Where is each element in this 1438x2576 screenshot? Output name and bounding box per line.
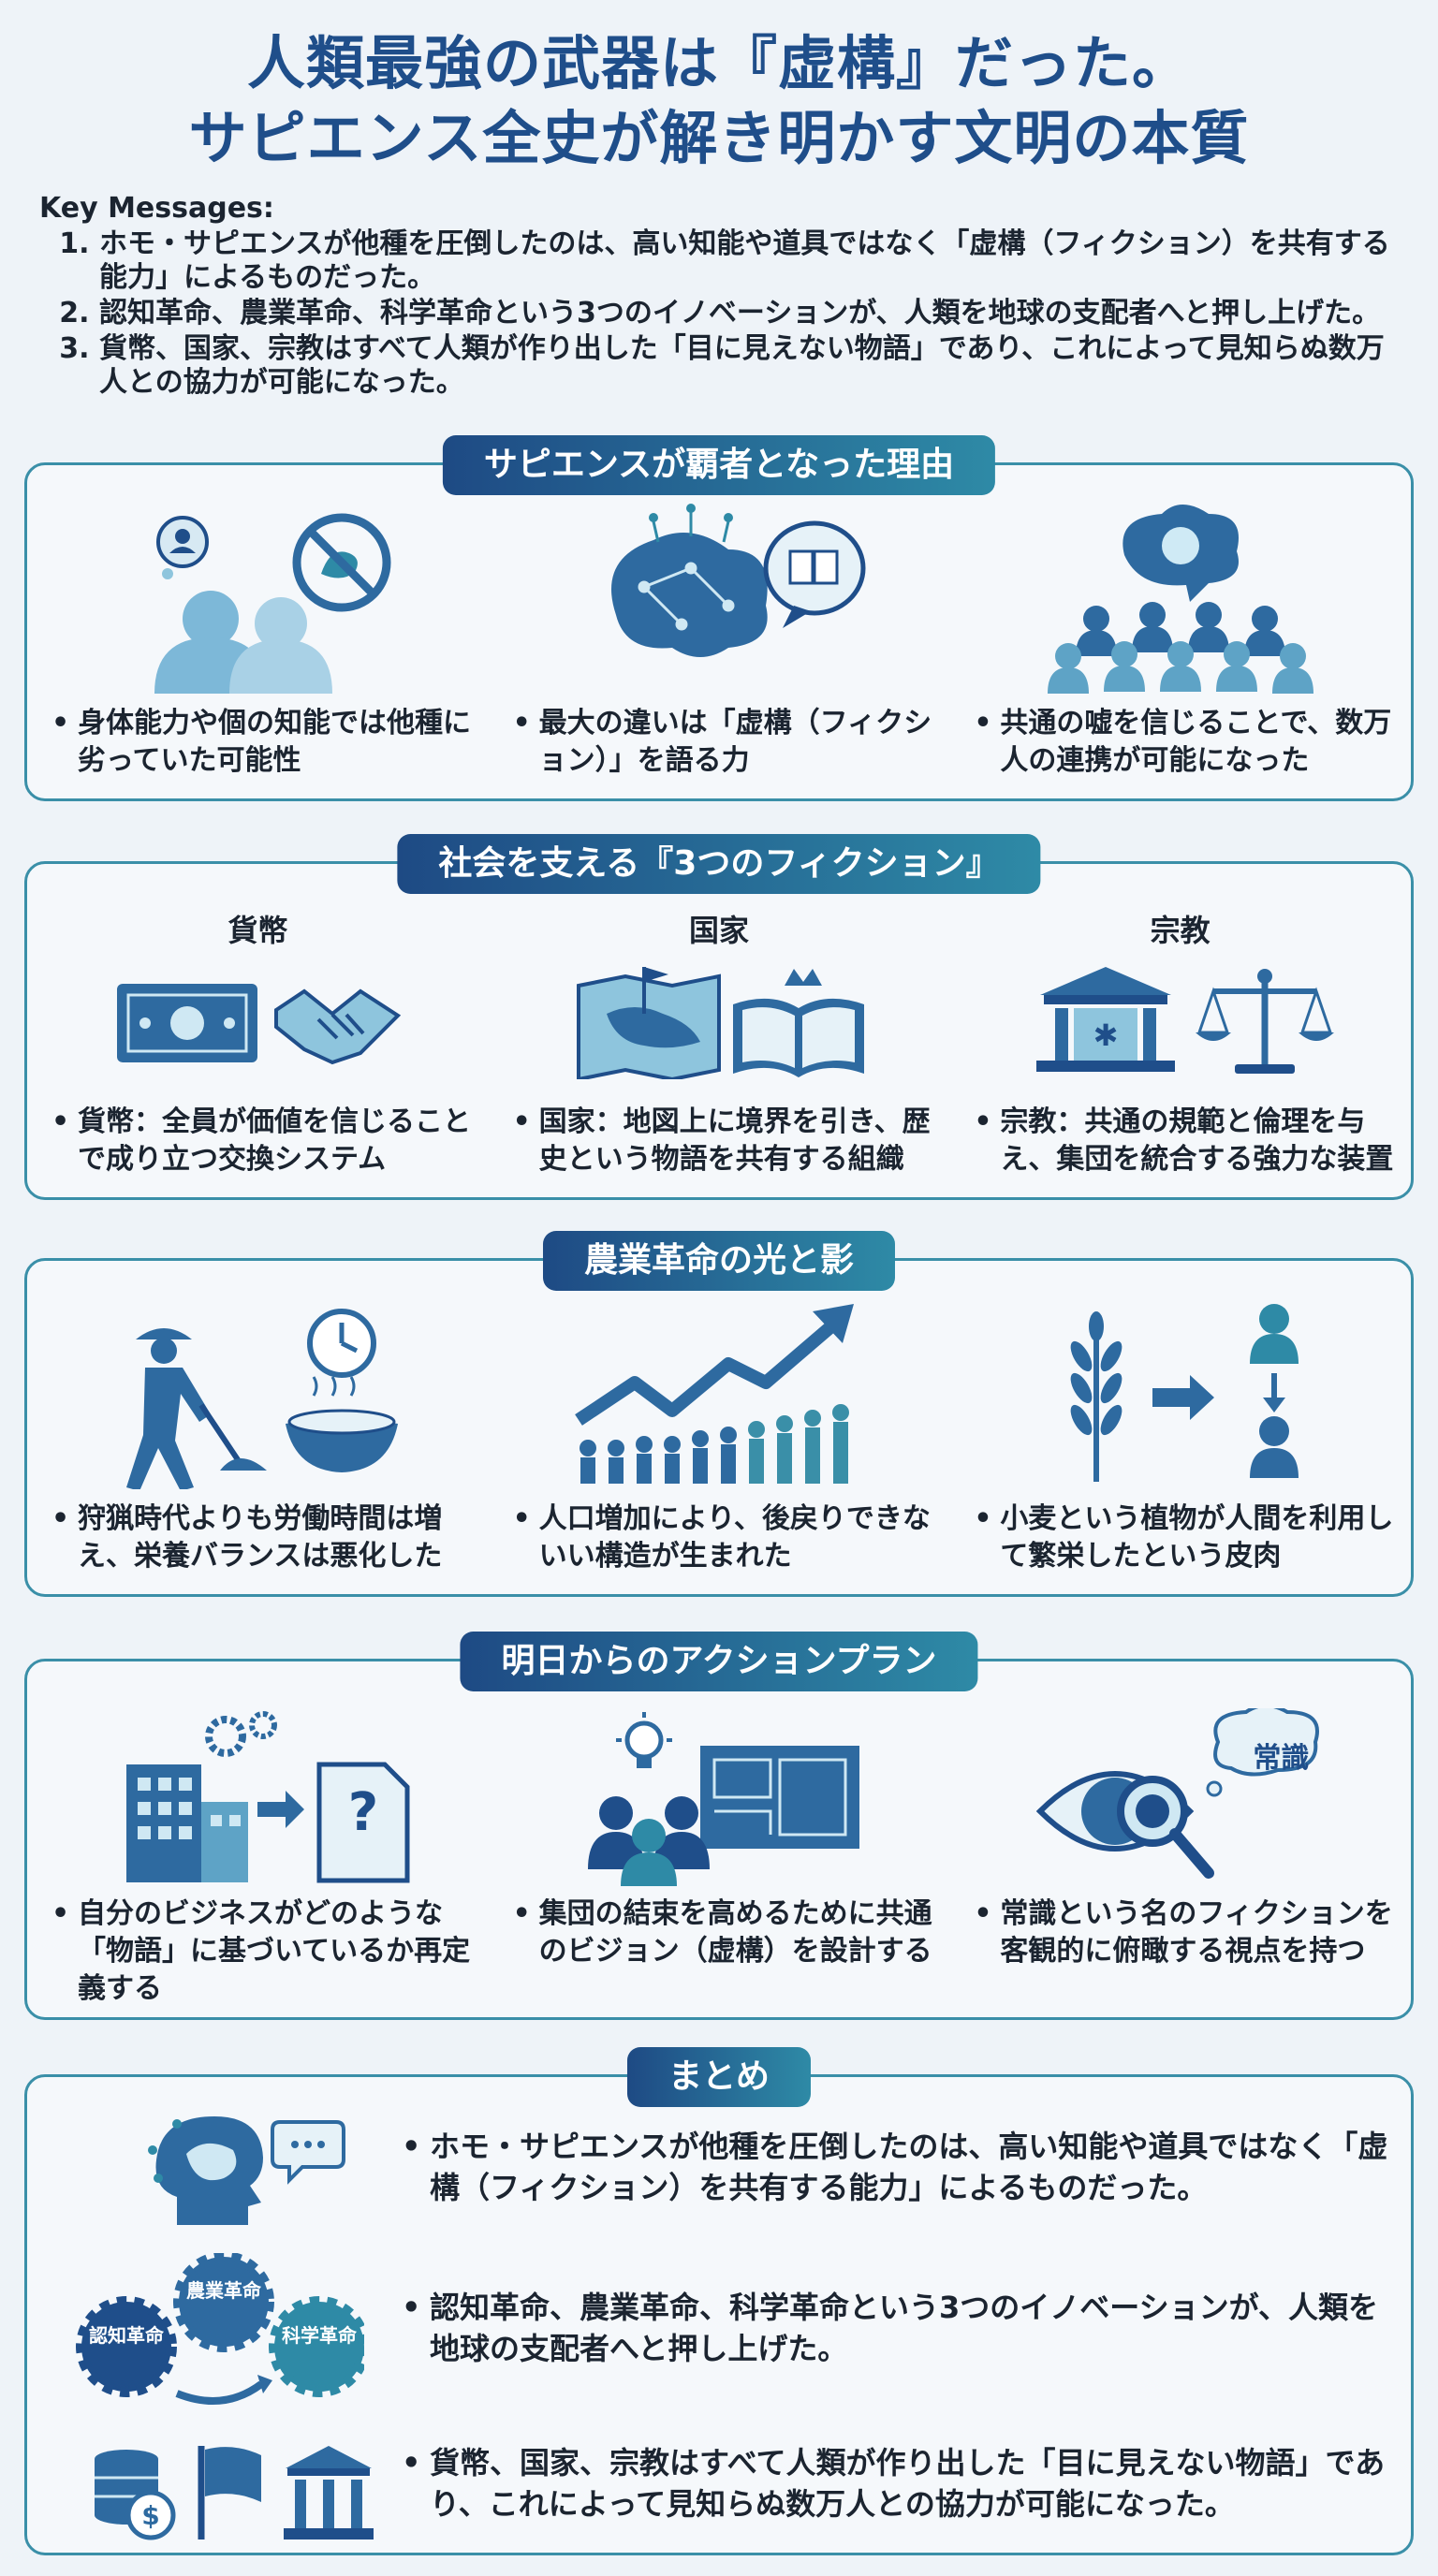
action-col-1: ? 自分のビジネスがどのような「物語」に基づいているか再定義する <box>27 1661 489 2017</box>
fictions-col-money: 貨幣 貨幣：全員が価値を信じることで成り立つ交換システム <box>27 864 489 1197</box>
team-blueprint-icon <box>588 1712 859 1886</box>
reasons-col-3: 共通の嘘を信じることで、数万人の連携が可能になった <box>949 465 1411 798</box>
section-reasons-title: サピエンスが覇者となった理由 <box>442 435 996 495</box>
temple-scale-icon: ✱ <box>1035 967 1334 1074</box>
svg-text:$: $ <box>141 2500 159 2531</box>
key-messages: Key Messages: ホモ・サピエンスが他種を圧倒したのは、高い知能や道具… <box>39 192 1406 402</box>
population-growth-icon <box>575 1304 854 1484</box>
reasons-col-2: 最大の違いは「虚構（フィクション）」を語る力 <box>489 465 950 798</box>
section-action-title: 明日からのアクションプラン <box>460 1632 978 1691</box>
section-agri: 農業革命の光と影 狩猟時代よりも労働時間は増え、栄養バランスは悪化した <box>24 1231 1414 1597</box>
section-summary: まとめ ホモ・サピエンスが他種を圧倒したのは、高い知能や道具ではなく「虚構（フィ… <box>24 2047 1414 2555</box>
key-messages-heading: Key Messages: <box>39 192 274 225</box>
key-message-item: 貨幣、国家、宗教はすべて人類が作り出した「目に見えない物語」であり、これによって… <box>99 332 1406 400</box>
map-book-icon <box>577 967 864 1079</box>
reasons-text-3: 共通の嘘を信じることで、数万人の連携が可能になった <box>974 705 1401 780</box>
gears-icon <box>76 2253 364 2405</box>
summary-text-3: 貨幣、国家、宗教はすべて人類が作り出した「目に見えない物語」であり、これによって… <box>402 2442 1403 2525</box>
agri-text-2: 人口増加により、後戻りできないい構造が生まれた <box>513 1500 941 1575</box>
section-fictions: 社会を支える『3つのフィクション』 貨幣 貨幣：全員が価値を信じることで成り立つ… <box>24 834 1414 1200</box>
section-reasons: サピエンスが覇者となった理由 身体能力や個の知能では他種に劣っていた可能性 <box>24 435 1414 801</box>
fiction-head-money: 貨幣 <box>227 913 288 948</box>
three-revolutions-gears-icon: 認知革命 農業革命 科学革命 <box>74 2253 364 2412</box>
farmer-clock-rice-icon <box>126 1309 399 1489</box>
svg-text:?: ? <box>348 1782 378 1843</box>
eye-magnifier-icon <box>1035 1708 1319 1879</box>
key-messages-list: ホモ・サピエンスが他種を圧倒したのは、高い知能や道具ではなく「虚構（フィクション… <box>39 227 1406 400</box>
action-text-1: 自分のビジネスがどのような「物語」に基づいているか再定義する <box>51 1895 479 2008</box>
agri-text-1: 狩猟時代よりも労働時間は増え、栄養バランスは悪化した <box>51 1500 479 1575</box>
key-message-item: ホモ・サピエンスが他種を圧倒したのは、高い知能や道具ではなく「虚構（フィクション… <box>99 227 1406 295</box>
gear-label-cognitive: 認知革命 <box>89 2324 164 2347</box>
summary-row-1: ホモ・サピエンスが他種を圧倒したのは、高い知能や道具ではなく「虚構（フィクション… <box>27 2113 1411 2244</box>
fiction-text-religion: 宗教：共通の規範と倫理を与え、集団を統合する強力な装置 <box>974 1104 1401 1178</box>
coins-flag-bank-icon: $ <box>95 2446 374 2540</box>
people-no-muscle-icon <box>154 513 391 694</box>
agri-text-3: 小麦という植物が人間を利用して繁栄したという皮肉 <box>974 1500 1401 1575</box>
page-title: 人類最強の武器は『虚構』だった。 サピエンス全史が解き明かす文明の本質 <box>0 26 1438 176</box>
section-fictions-title: 社会を支える『3つのフィクション』 <box>397 834 1041 894</box>
section-summary-title: まとめ <box>626 2047 812 2107</box>
fiction-head-nation: 国家 <box>689 913 750 948</box>
reasons-col-1: 身体能力や個の知能では他種に劣っていた可能性 <box>27 465 489 798</box>
wheat-people-icon <box>1070 1304 1299 1482</box>
agri-col-1: 狩猟時代よりも労働時間は増え、栄養バランスは悪化した <box>27 1261 489 1594</box>
fictions-col-religion: 宗教 ✱ 宗教：共通の規範と倫理を与え、集団を統合する強力な装置 <box>949 864 1411 1197</box>
building-question-icon: ? <box>126 1711 410 1883</box>
fiction-text-money: 貨幣：全員が価値を信じることで成り立つ交換システム <box>51 1104 479 1178</box>
reasons-text-1: 身体能力や個の知能では他種に劣っていた可能性 <box>51 705 479 780</box>
agri-col-3: 小麦という植物が人間を利用して繁栄したという皮肉 <box>949 1261 1411 1594</box>
section-action: 明日からのアクションプラン ? 自分のビジネスがどのような「物語」に基づいている… <box>24 1632 1414 2020</box>
brain-book-icon <box>611 504 866 657</box>
section-agri-title: 農業革命の光と影 <box>542 1231 896 1291</box>
head-brain-speech-icon <box>148 2116 345 2225</box>
gear-label-agricultural: 農業革命 <box>186 2279 261 2302</box>
action-text-2: 集団の結束を高めるために共通のビジョン（虚構）を設計する <box>513 1895 941 1970</box>
fiction-head-religion: 宗教 <box>1150 913 1211 948</box>
title-line-1: 人類最強の武器は『虚構』だった。 <box>246 29 1191 97</box>
money-handshake-icon <box>117 984 402 1065</box>
key-message-item: 認知革命、農業革命、科学革命という3つのイノベーションが、人類を地球の支配者へと… <box>99 297 1406 330</box>
action-text-3: 常識という名のフィクションを客観的に俯瞰する視点を持つ <box>974 1895 1401 1970</box>
title-line-2: サピエンス全史が解き明かす文明の本質 <box>188 104 1250 172</box>
summary-text-2: 認知革命、農業革命、科学革命という3つのイノベーションが、人類を地球の支配者へと… <box>402 2287 1403 2369</box>
fiction-text-nation: 国家：地図上に境界を引き、歴史という物語を共有する組織 <box>513 1104 941 1178</box>
summary-row-3: $ 貨幣、国家、宗教はすべて人類が作り出した「目に見えない物語」であり、これによ… <box>27 2422 1411 2553</box>
agri-col-2: 人口増加により、後戻りできないい構造が生まれた <box>489 1261 950 1594</box>
fictions-col-nation: 国家 国家：地図上に境界を引き、歴史という物語を共有する組織 <box>489 864 950 1197</box>
action-col-3: 常識 常識という名のフィクションを客観的に俯瞰する視点を持つ <box>949 1661 1411 2017</box>
summary-text-1: ホモ・サピエンスが他種を圧倒したのは、高い知能や道具ではなく「虚構（フィクション… <box>402 2126 1403 2208</box>
common-sense-bubble-label: 常識 <box>1253 1742 1310 1775</box>
svg-text:✱: ✱ <box>1093 1017 1118 1053</box>
reasons-text-2: 最大の違いは「虚構（フィクション）」を語る力 <box>513 705 941 780</box>
summary-row-2: 認知革命 農業革命 科学革命 認知革命、農業革命、科学革命という3つのイノベーシ… <box>27 2253 1411 2412</box>
gear-label-scientific: 科学革命 <box>282 2324 357 2347</box>
crowd-idea-icon <box>1047 505 1313 694</box>
action-col-2: 集団の結束を高めるために共通のビジョン（虚構）を設計する <box>489 1661 950 2017</box>
